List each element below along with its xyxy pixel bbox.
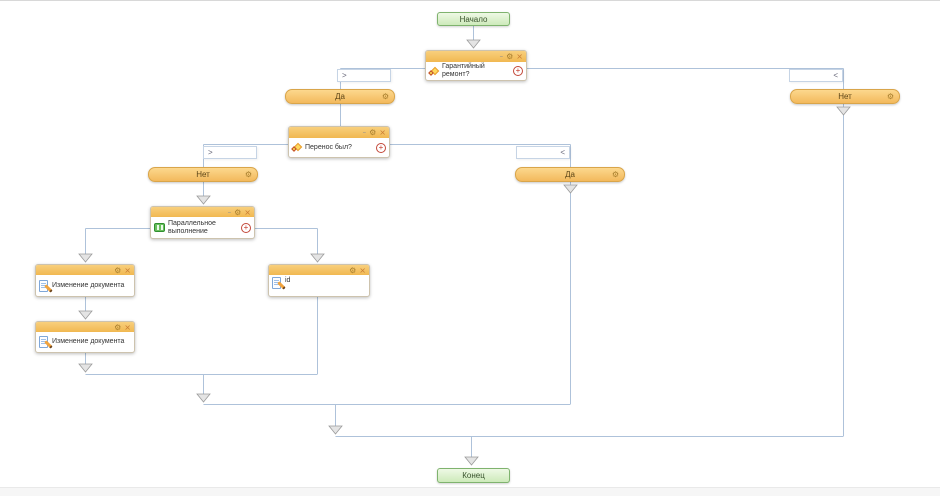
gear-icon[interactable]: ⚙	[381, 91, 389, 101]
gear-icon[interactable]: ⚙	[114, 265, 122, 275]
expand-right-icon: >	[208, 148, 213, 157]
branch-label: Да	[565, 170, 575, 179]
expand-left-icon: <	[560, 148, 565, 157]
gear-icon[interactable]: ⚙	[886, 91, 894, 101]
gear-icon[interactable]: ⚙	[611, 169, 619, 179]
node-header: – ⚙ ×	[426, 51, 526, 62]
minimize-icon[interactable]: –	[362, 128, 367, 136]
end-label: Конец	[462, 471, 485, 480]
horizontal-scrollbar[interactable]	[0, 487, 940, 496]
node-title: Перенос был?	[305, 143, 352, 151]
connector-expander-yes1[interactable]: >	[337, 69, 391, 82]
close-icon[interactable]: ×	[516, 52, 523, 61]
parallel-icon	[154, 223, 165, 232]
node-title: Изменение документа	[52, 338, 125, 345]
document-edit-icon	[39, 279, 53, 293]
branch-label: Нет	[196, 170, 210, 179]
expand-right-icon: >	[342, 71, 347, 80]
node-title: Изменение документа	[52, 281, 125, 289]
branch-label: Нет	[838, 92, 852, 101]
gear-icon[interactable]: ⚙	[234, 207, 242, 217]
branch-label: Да	[335, 92, 345, 101]
branch-yes-2[interactable]: Да ⚙	[515, 167, 625, 182]
connector-expander-no1[interactable]: <	[789, 69, 843, 82]
close-icon[interactable]: ×	[379, 128, 386, 137]
gear-icon[interactable]: ⚙	[244, 169, 252, 179]
activity-node-edit-document-2[interactable]: ⚙ × Изменение документа	[35, 321, 135, 353]
gear-icon[interactable]: ⚙	[349, 265, 357, 275]
branch-no-1[interactable]: Нет ⚙	[790, 89, 900, 104]
gateway-icon	[291, 142, 303, 153]
add-step-icon[interactable]: +	[241, 222, 251, 233]
document-edit-icon	[39, 336, 53, 349]
branch-yes-1[interactable]: Да ⚙	[285, 89, 395, 104]
activity-node-id[interactable]: ⚙ × id	[268, 264, 370, 297]
gateway-icon	[428, 66, 440, 77]
start-node[interactable]: Начало	[437, 12, 510, 26]
node-header: – ⚙ ×	[151, 207, 254, 217]
gateway-node-warranty[interactable]: – ⚙ × Гарантийный ремонт? +	[425, 50, 527, 81]
start-label: Начало	[459, 14, 488, 24]
node-header: ⚙ ×	[36, 322, 134, 332]
close-icon[interactable]: ×	[124, 265, 131, 275]
connector-expander-no2[interactable]: >	[203, 146, 257, 159]
add-step-icon[interactable]: +	[513, 66, 523, 76]
gear-icon[interactable]: ⚙	[506, 52, 514, 61]
node-title: Параллельное выполнение	[168, 219, 216, 235]
minimize-icon[interactable]: –	[227, 207, 232, 216]
node-header: – ⚙ ×	[289, 127, 389, 138]
end-node[interactable]: Конец	[437, 468, 510, 483]
add-step-icon[interactable]: +	[376, 142, 386, 153]
node-title: Гарантийный ремонт?	[442, 63, 485, 78]
close-icon[interactable]: ×	[244, 207, 251, 217]
gateway-node-transfer[interactable]: – ⚙ × Перенос был? +	[288, 126, 390, 158]
node-title: id	[285, 277, 291, 284]
close-icon[interactable]: ×	[359, 265, 366, 275]
minimize-icon[interactable]: –	[499, 52, 504, 60]
parallel-gateway-node[interactable]: – ⚙ × Параллельное выполнение +	[150, 206, 255, 239]
gear-icon[interactable]: ⚙	[369, 128, 377, 137]
node-header: ⚙ ×	[269, 265, 369, 275]
gear-icon[interactable]: ⚙	[114, 322, 122, 332]
node-header: ⚙ ×	[36, 265, 134, 275]
close-icon[interactable]: ×	[124, 322, 131, 332]
expand-left-icon: <	[833, 71, 838, 80]
branch-no-2[interactable]: Нет ⚙	[148, 167, 258, 182]
activity-node-edit-document-1[interactable]: ⚙ × Изменение документа	[35, 264, 135, 297]
document-edit-icon	[272, 277, 286, 290]
connector-expander-yes2[interactable]: <	[516, 146, 570, 159]
